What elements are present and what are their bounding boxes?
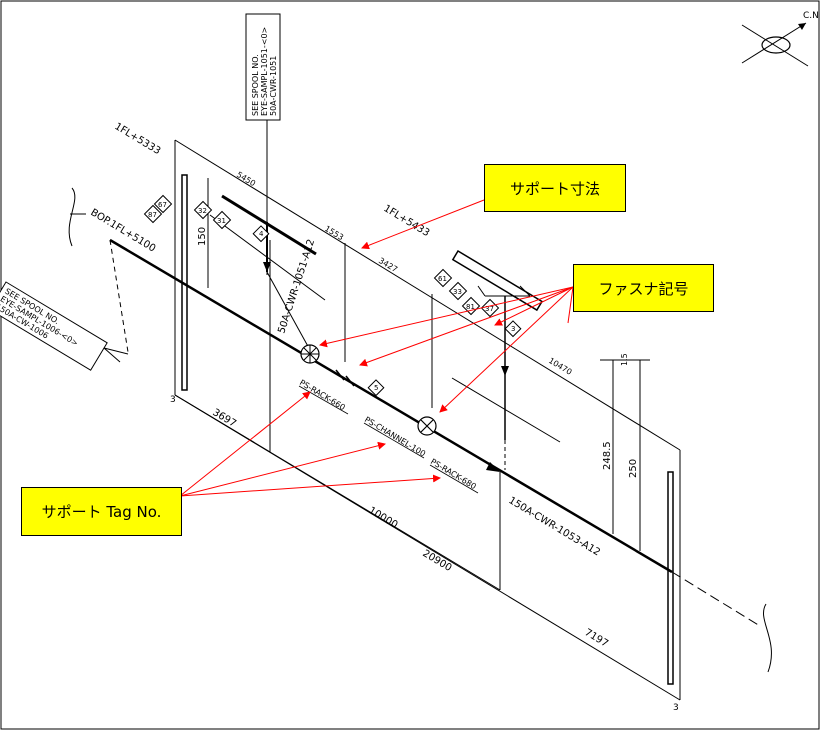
callout-fastener-symbol: ファスナ記号 (573, 264, 714, 312)
dim-3-left: 3 (170, 395, 176, 405)
branch-right-strut-a (477, 285, 486, 297)
dim-150: 150 (197, 227, 208, 246)
fastener-32: 32 (198, 207, 207, 215)
fastener-87: 87 (148, 211, 157, 219)
spool-top-line2: EYE-SAMPL-1051-<0> (260, 27, 269, 116)
callout-support-dimension-text: サポート寸法 (509, 179, 600, 198)
branch-right-guide (451, 377, 561, 443)
fastener-61: 61 (438, 275, 447, 283)
annotation-arrows (179, 199, 574, 497)
branch-arrow-icon (263, 262, 271, 272)
spool-box-left: SEE SPOOL NO. EYE-SAMPL-1006-<0> 150A-CW… (0, 281, 108, 371)
dim-3697: 3697 (210, 407, 237, 430)
dim-3427: 3427 (377, 256, 399, 274)
branch-to-main (266, 271, 311, 351)
support-symbol-rack680-icon (417, 416, 437, 436)
dim-3-right: 3 (673, 703, 679, 713)
branch-guide-line (209, 214, 326, 301)
pipe-label-branch: 50A-CWR-1051-A12 (276, 238, 317, 335)
break-mark-left (68, 187, 76, 247)
support-tag-rack680: PS-RACK-680 (429, 457, 478, 491)
north-compass-icon (741, 22, 809, 67)
pipe-label-main: 150A-CWR-1053-A12 (506, 495, 601, 558)
fastener-5: 5 (374, 384, 378, 392)
elevation-top-left: 1FL+5333 (112, 121, 162, 157)
break-mark-right (763, 603, 772, 673)
fastener-37: 37 (485, 305, 494, 313)
dim-1553: 1553 (323, 224, 345, 242)
callout-support-tag-no-text: サポート Tag No. (41, 503, 162, 521)
spool-box-top (245, 13, 281, 121)
branch-right-arrow-icon (501, 366, 509, 376)
dim-5450: 5450 (235, 170, 257, 188)
dim-1-5: 1.5 (620, 353, 629, 366)
fastener-31: 31 (217, 217, 226, 225)
support-symbol-rack660-icon (300, 344, 320, 364)
dim-line-top (174, 139, 681, 451)
fastener-67: 67 (158, 201, 167, 209)
tag-underline-rack660 (298, 385, 349, 415)
spool-top-line1: SEE SPOOL NO. (251, 54, 260, 116)
callout-fastener-symbol-text: ファスナ記号 (598, 279, 689, 298)
callout-support-tag-no: サポート Tag No. (21, 487, 182, 536)
dim-248-5: 248.5 (602, 441, 613, 470)
tag-underline-channel100 (363, 422, 425, 459)
main-pipe-continuation (671, 571, 761, 627)
dim-line-3697 (174, 394, 271, 453)
fastener-mark-icon (143, 194, 522, 397)
tag-underline-rack680 (429, 464, 479, 494)
support-tag-rack660: PS-RACK-660 (298, 378, 347, 412)
dim-10000: 10000 (366, 505, 399, 531)
spool-top-line3: 50A-CWR-1051 (269, 56, 278, 116)
north-label: C.N (803, 11, 819, 21)
fastener-4: 4 (259, 230, 264, 238)
main-pipe (109, 238, 673, 574)
support-beam-right (451, 249, 544, 312)
dim-10470: 10470 (547, 356, 573, 377)
spool-leader-left-arrow (103, 347, 129, 363)
support-post-left (181, 174, 188, 391)
elevation-top-mid: 1FL+5433 (381, 203, 431, 239)
dim-250: 250 (628, 459, 639, 478)
branch-right-strut-b (519, 285, 531, 297)
flow-arrow-icon (486, 462, 500, 472)
fastener-81: 81 (466, 303, 475, 311)
support-post-right (667, 471, 674, 685)
support-symbol-channel100-icon (335, 369, 355, 387)
dim-7197: 7197 (582, 627, 609, 650)
support-beam-left (221, 194, 317, 256)
fastener-33: 33 (453, 288, 462, 296)
fastener-3: 3 (511, 325, 515, 333)
spool-leader-left (109, 239, 129, 353)
callout-support-dimension: サポート寸法 (484, 164, 626, 212)
